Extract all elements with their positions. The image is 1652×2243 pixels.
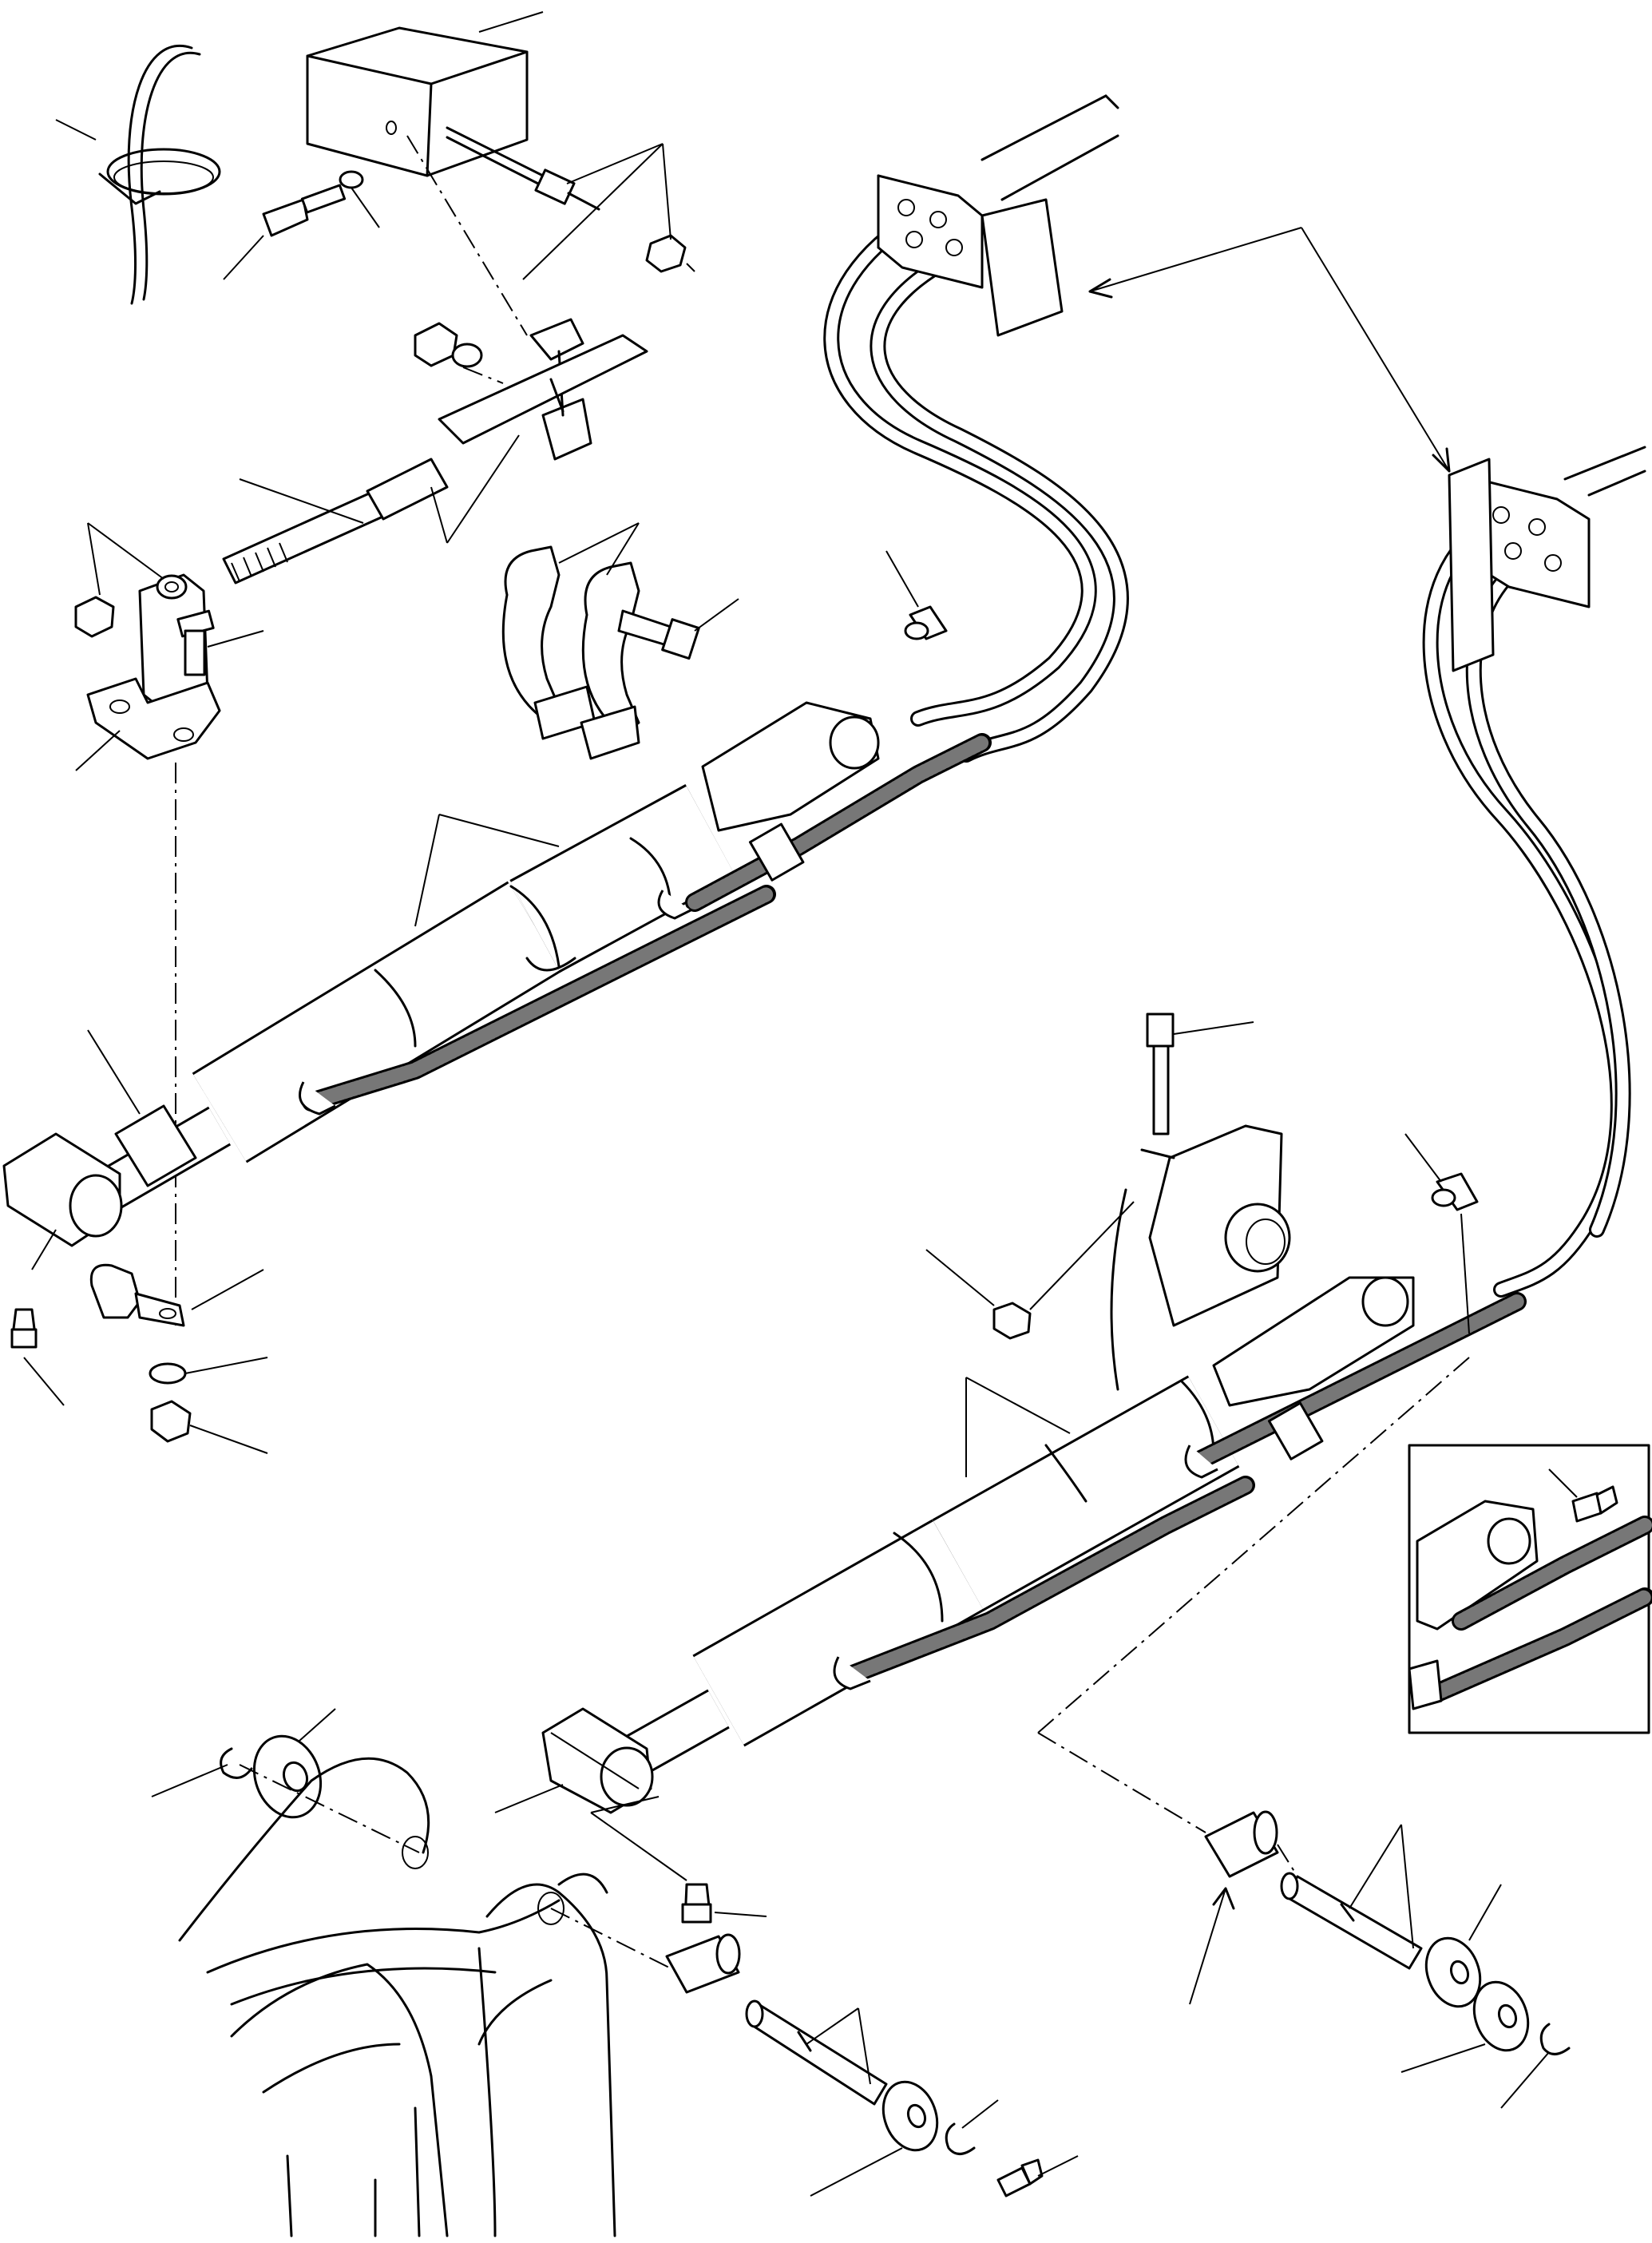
electrical-cable — [127, 45, 193, 305]
mounting-plate-center — [925, 1013, 1291, 1391]
rod-end-clevis-lower — [1212, 1276, 1415, 1407]
pivot-pin-lower-left — [745, 1999, 888, 2106]
grease-nipple-bottom — [996, 2158, 1044, 2197]
pivot-pins-and-washers — [151, 1708, 1571, 2237]
rod-end-eye-lower — [541, 1707, 654, 1814]
boom-arm-outline — [178, 1757, 616, 2237]
lift-cylinder-upper — [2, 701, 992, 1270]
inset-grease-nipple — [1571, 1485, 1618, 1523]
cable-end-nut — [534, 168, 600, 211]
rod-knurled-collar — [114, 1104, 197, 1187]
cylinder-lower-fixings — [10, 1263, 268, 1454]
washer-lower-center — [881, 2080, 939, 2152]
grease-nipple-angled-top — [885, 550, 948, 640]
washer-left — [252, 1734, 323, 1819]
clamp-bracket-left — [74, 522, 264, 1326]
pipe-block-upper — [748, 822, 805, 882]
tube-sleeve — [438, 334, 648, 445]
washer-lower-left — [149, 1362, 187, 1385]
cable-tie — [98, 148, 221, 205]
linkage-rod-assembly — [222, 318, 648, 585]
grease-nipple-left — [10, 1308, 38, 1349]
grease-nipple-center — [681, 1883, 712, 1924]
junction-screw — [262, 184, 347, 237]
bushing-lower-right — [1204, 1810, 1279, 1878]
rod-end-clevis-upper — [701, 701, 880, 832]
junction-box-assembly — [55, 11, 695, 384]
block-leader-arrow-1 — [1089, 227, 1302, 292]
pipe-block-lower — [1267, 1401, 1324, 1460]
mounting-bolt — [1146, 1013, 1175, 1135]
connector-block-top — [877, 94, 1119, 337]
bracket-bolt — [176, 609, 215, 676]
saddle-clamp-right — [501, 522, 739, 760]
junction-box — [306, 26, 529, 177]
nut-right-top — [645, 234, 687, 273]
grease-nipple-angled-right — [1404, 1133, 1479, 1211]
detail-inset — [1408, 1444, 1652, 1734]
lift-cylinder-lower — [541, 1213, 1527, 1814]
junction-washer — [339, 170, 364, 189]
saddle-bolt — [617, 609, 700, 660]
threaded-rod — [222, 458, 449, 585]
p-clip — [89, 1263, 185, 1327]
nut-center — [992, 1302, 1032, 1340]
washer-lower-right-2 — [1472, 1980, 1530, 2052]
block-leader-arrow-2 — [1301, 227, 1450, 472]
nut-lower-left — [150, 1400, 192, 1443]
rod-cable — [446, 126, 545, 177]
rod-end-eye-left — [2, 1132, 123, 1247]
flange-nut — [414, 322, 483, 368]
pivot-pin-lower-right — [1280, 1872, 1423, 1970]
connector-block-right — [1448, 446, 1646, 672]
washer-lower-right-1 — [1424, 1936, 1482, 2008]
bushing-lower-left — [665, 1933, 741, 1994]
hex-nut-bracket-top — [74, 574, 188, 638]
circlip-left — [220, 1747, 253, 1779]
